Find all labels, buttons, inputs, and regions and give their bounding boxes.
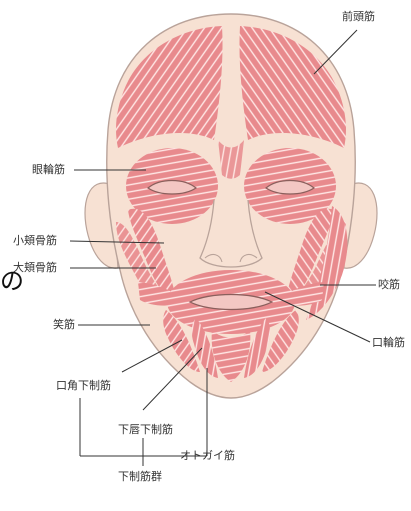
label-depressor-group: 下制筋群: [118, 470, 162, 484]
label-orbicularis-oris: 口輪筋: [372, 336, 405, 350]
label-mentalis: オトガイ筋: [180, 449, 235, 463]
label-zygomaticus-minor: 小頬骨筋: [13, 234, 57, 248]
label-risorius: 笑筋: [53, 318, 75, 332]
label-depressor-labii-inferioris: 下唇下制筋: [118, 423, 173, 437]
label-frontalis: 前頭筋: [342, 10, 375, 24]
label-masseter: 咬筋: [378, 278, 400, 292]
label-orbicularis-oculi: 眼輪筋: [32, 163, 65, 177]
label-zygomaticus-major: 大頬骨筋: [13, 261, 57, 275]
label-depressor-anguli-oris: 口角下制筋: [56, 379, 111, 393]
frontalis-right: [239, 26, 346, 148]
frontalis-left: [116, 26, 223, 148]
